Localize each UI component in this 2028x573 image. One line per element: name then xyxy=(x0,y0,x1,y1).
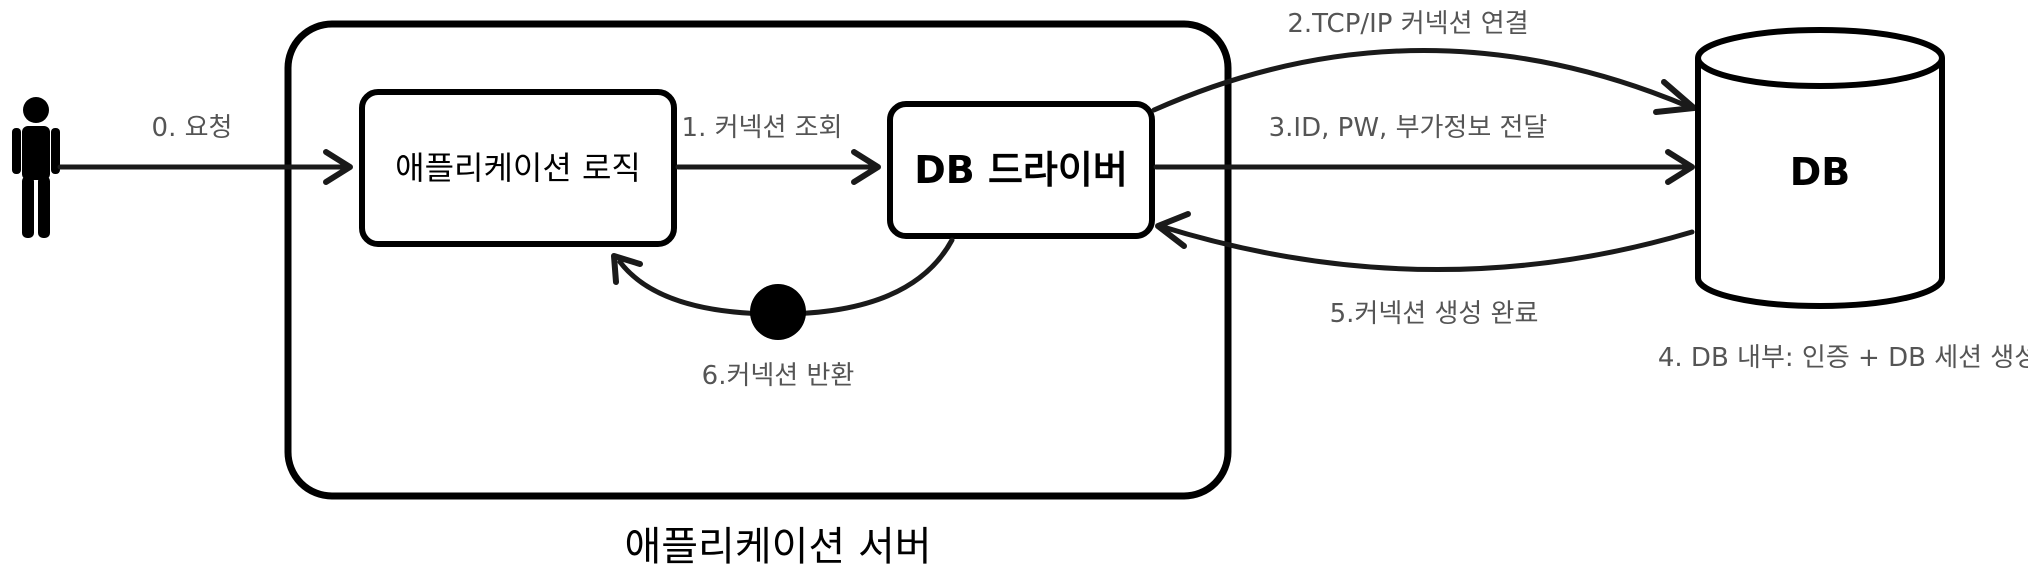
db-label: DB xyxy=(1790,150,1851,194)
return-connection-node xyxy=(750,284,806,340)
arrowhead-return-connection xyxy=(611,253,643,285)
arrowhead-get-connection xyxy=(851,149,881,185)
arrowhead-request xyxy=(323,149,353,185)
label-get-connection: 1. 커넥션 조회 xyxy=(682,113,843,143)
edge-tcp-connect xyxy=(1151,48,1695,113)
label-return-connection: 6.커넥션 반환 xyxy=(702,361,855,391)
label-db-internal: 4. DB 내부: 인증 + DB 세션 생성 xyxy=(1658,343,2028,373)
db-cylinder xyxy=(1695,27,1945,309)
label-tcp-connect: 2.TCP/IP 커넥션 연결 xyxy=(1287,9,1528,39)
user-icon xyxy=(12,97,60,238)
label-request: 0. 요청 xyxy=(152,113,233,143)
app-logic-label: 애플리케이션 로직 xyxy=(395,149,641,187)
label-send-credentials: 3.ID, PW, 부가정보 전달 xyxy=(1269,113,1548,143)
db-driver-box xyxy=(887,101,1155,239)
app-server-label: 애플리케이션 서버 xyxy=(624,524,931,570)
edge-connection-created xyxy=(1157,223,1695,272)
arrowhead-tcp-connect xyxy=(1653,79,1697,115)
label-connection-created: 5.커넥션 생성 완료 xyxy=(1330,299,1539,329)
app-logic-box xyxy=(359,89,677,247)
app-server-container xyxy=(284,20,1232,500)
arrowhead-connection-created xyxy=(1155,211,1191,249)
arrowhead-send-credentials xyxy=(1665,149,1695,185)
db-driver-label: DB 드라이버 xyxy=(914,148,1128,192)
